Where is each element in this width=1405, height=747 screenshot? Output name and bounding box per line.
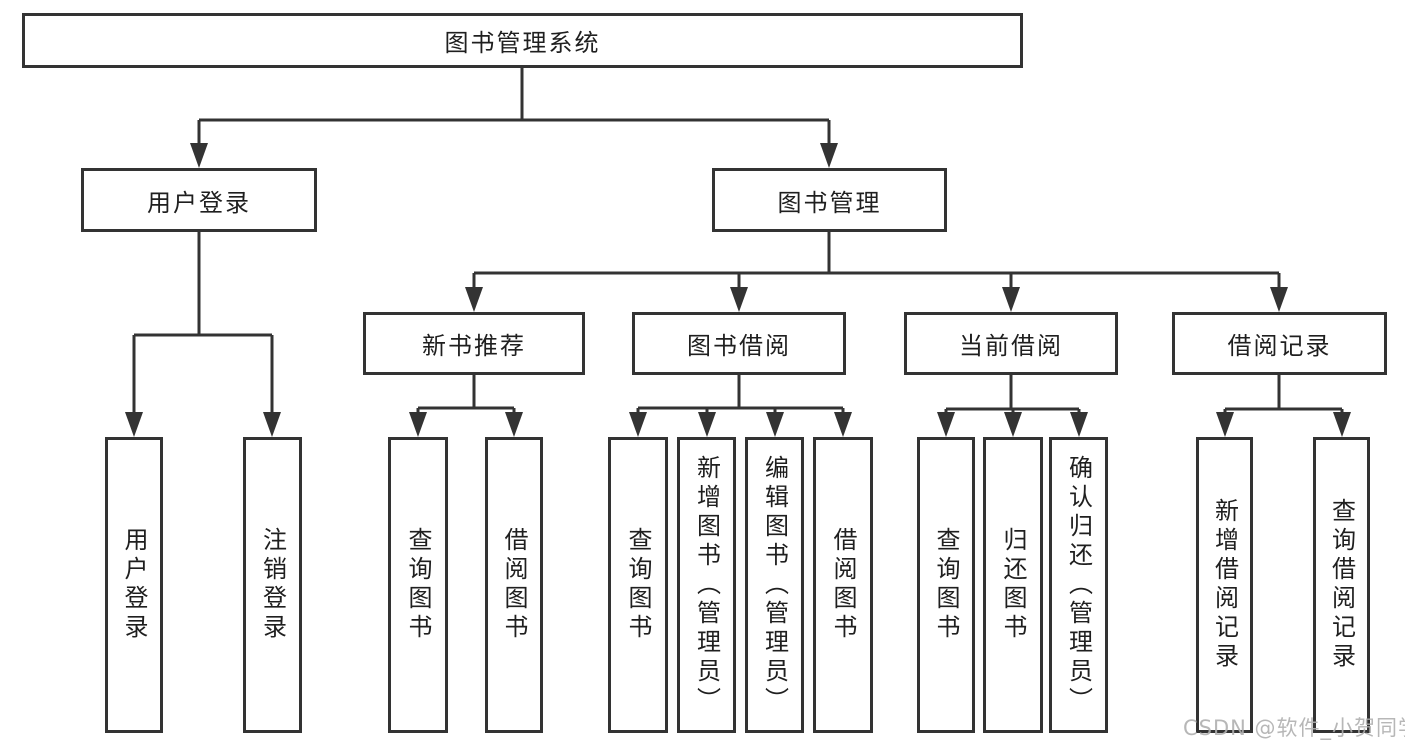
leaf-add-book-admin: 新增图书（管理员）	[677, 437, 736, 733]
node-label: 新书推荐	[422, 332, 526, 360]
node-user-login: 用户登录	[81, 168, 317, 232]
node-label: 图书管理	[777, 188, 882, 217]
node-book-management: 图书管理	[712, 168, 947, 232]
leaf-label: 确认归还（管理员）	[1064, 454, 1093, 716]
leaf-label: 新增借阅记录	[1210, 498, 1239, 672]
node-label: 用户登录	[147, 188, 251, 217]
arrow-down-icon	[820, 143, 838, 168]
leaf-query-book-recommend: 查询图书	[388, 437, 448, 733]
connector-root-to-level2	[190, 68, 838, 168]
arrow-down-icon	[190, 143, 208, 168]
arrow-down-icon	[505, 412, 523, 437]
arrow-down-icon	[698, 412, 716, 437]
leaf-logout-login: 注销登录	[243, 437, 302, 733]
leaf-borrow-book-recommend: 借阅图书	[485, 437, 543, 733]
leaf-label: 查询借阅记录	[1327, 498, 1356, 672]
watermark: CSDN @软件_小贺同学	[1183, 716, 1405, 740]
arrow-down-icon	[1004, 412, 1022, 437]
arrow-down-icon	[730, 287, 748, 312]
leaf-label: 借阅图书	[500, 527, 528, 643]
leaf-query-book-borrow: 查询图书	[608, 437, 668, 733]
arrow-down-icon	[409, 412, 427, 437]
arrow-down-icon	[1216, 412, 1234, 437]
node-label: 图书管理系统	[444, 29, 601, 57]
connector-current-to-leaves	[937, 375, 1088, 437]
leaf-edit-book-admin: 编辑图书（管理员）	[745, 437, 804, 733]
leaf-add-borrow-record: 新增借阅记录	[1196, 437, 1253, 733]
connector-borrow-to-leaves	[629, 375, 852, 437]
connector-recommend-to-leaves	[409, 375, 523, 437]
arrow-down-icon	[465, 287, 483, 312]
arrow-down-icon	[1002, 287, 1020, 312]
leaf-return-book: 归还图书	[983, 437, 1043, 733]
leaf-confirm-return-admin: 确认归还（管理员）	[1049, 437, 1108, 733]
node-label: 当前借阅	[959, 332, 1063, 360]
node-label: 借阅记录	[1227, 332, 1332, 360]
node-current-borrow: 当前借阅	[904, 312, 1118, 375]
leaf-label: 查询图书	[624, 527, 652, 643]
arrow-down-icon	[263, 412, 281, 437]
leaf-label: 用户登录	[120, 527, 148, 643]
arrow-down-icon	[1333, 412, 1351, 437]
arrow-down-icon	[834, 412, 852, 437]
connector-login-to-leaves	[125, 232, 281, 437]
arrow-down-icon	[766, 412, 784, 437]
leaf-label: 新增图书（管理员）	[692, 454, 721, 716]
leaf-user-login: 用户登录	[105, 437, 163, 733]
connector-management-to-level3	[465, 232, 1288, 312]
node-label: 图书借阅	[687, 332, 791, 360]
leaf-label: 归还图书	[999, 527, 1027, 643]
arrow-down-icon	[937, 412, 955, 437]
leaf-borrow-book: 借阅图书	[813, 437, 873, 733]
arrow-down-icon	[1070, 412, 1088, 437]
leaf-label: 借阅图书	[829, 527, 857, 643]
arrow-down-icon	[125, 412, 143, 437]
leaf-label: 查询图书	[404, 527, 432, 643]
arrow-down-icon	[1270, 287, 1288, 312]
leaf-query-borrow-record: 查询借阅记录	[1313, 437, 1370, 733]
node-book-borrow: 图书借阅	[632, 312, 846, 375]
node-system-root: 图书管理系统	[22, 13, 1023, 68]
leaf-label: 查询图书	[932, 527, 960, 643]
leaf-query-book-current: 查询图书	[917, 437, 975, 733]
node-new-book-recommend: 新书推荐	[363, 312, 585, 375]
node-borrow-record: 借阅记录	[1172, 312, 1387, 375]
connector-record-to-leaves	[1216, 375, 1351, 437]
leaf-label: 注销登录	[258, 527, 287, 643]
leaf-label: 编辑图书（管理员）	[760, 454, 789, 716]
arrow-down-icon	[629, 412, 647, 437]
